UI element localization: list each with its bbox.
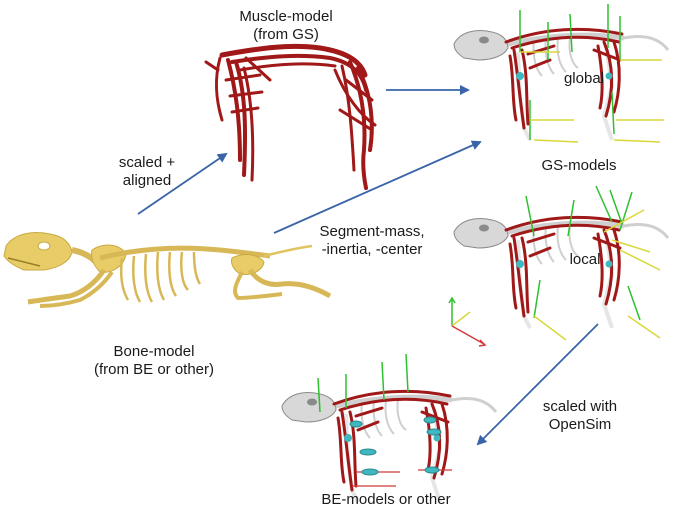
arrow-gs-to-be (476, 323, 599, 446)
bone-model-label: Bone-model (from BE or other) (64, 343, 244, 379)
be-models-label: BE-models or other (286, 491, 486, 509)
global-text: global (563, 70, 605, 87)
gs-models-text: GS-models (541, 157, 617, 174)
local-label: local (560, 251, 610, 269)
bone-model-illustration (3, 232, 332, 308)
arrow-bone-to-gs (273, 140, 482, 234)
gs-models-label: GS-models (524, 157, 634, 175)
muscle-model-label: Muscle-model (from GS) (216, 8, 356, 44)
scaled-aligned-line1: scaled + (118, 154, 176, 171)
segment-label: Segment-mass, -inertia, -center (302, 223, 442, 259)
gs-model-local-illustration (454, 185, 668, 341)
be-model-illustration (282, 353, 496, 502)
local-text: local (569, 251, 601, 268)
global-label: global (554, 70, 614, 88)
be-models-text: BE-models or other (321, 491, 451, 508)
muscle-model-line1: Muscle-model (239, 8, 333, 25)
scaled-opensim-line2: OpenSim (548, 416, 612, 433)
scaled-opensim-label: scaled with OpenSim (520, 398, 640, 434)
scaled-opensim-line1: scaled with (542, 398, 618, 415)
coordinate-axes-icon (448, 296, 487, 347)
muscle-model-line2: (from GS) (253, 26, 319, 43)
segment-line1: Segment-mass, (319, 223, 425, 240)
scaled-aligned-line2: aligned (122, 172, 172, 189)
gs-model-global-illustration (454, 4, 668, 143)
bone-model-line1: Bone-model (113, 343, 195, 360)
arrow-bone-to-muscle (137, 152, 228, 215)
bone-model-line2: (from BE or other) (93, 361, 215, 378)
flow-arrows (137, 85, 599, 446)
scaled-aligned-label: scaled + aligned (92, 154, 202, 190)
muscle-model-illustration (204, 43, 377, 190)
segment-line2: -inertia, -center (321, 241, 423, 258)
